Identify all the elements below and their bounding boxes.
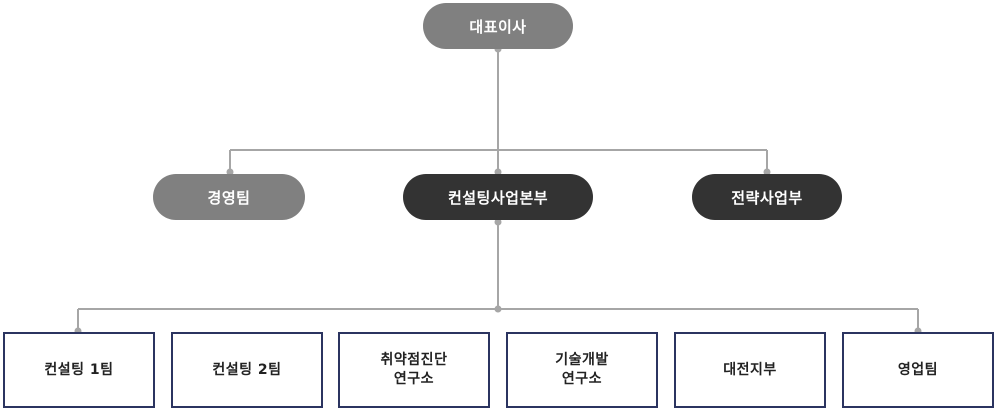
node-management-team: 경영팀: [153, 174, 305, 220]
node-daejeon-branch: 대전지부: [674, 332, 826, 408]
node-consulting-division-label: 컨설팅사업본부: [447, 188, 549, 207]
node-vulnerability-lab-label: 취약점진단 연구소: [380, 352, 448, 387]
node-sales-team: 영업팀: [842, 332, 994, 408]
connector-dot: [226, 168, 234, 176]
connector-dot: [494, 168, 502, 176]
node-consulting-team-2: 컨설팅 2팀: [171, 332, 323, 408]
node-tech-dev-lab-label: 기술개발 연구소: [555, 352, 609, 387]
node-vulnerability-lab: 취약점진단 연구소: [338, 332, 490, 408]
node-consulting-team-1: 컨설팅 1팀: [3, 332, 155, 408]
node-ceo-label: 대표이사: [469, 17, 527, 36]
connector-dot: [494, 305, 502, 313]
node-consulting-division: 컨설팅사업본부: [403, 174, 593, 220]
node-management-team-label: 경영팀: [207, 188, 251, 207]
connector-dot: [763, 168, 771, 176]
node-strategy-division-label: 전략사업부: [731, 188, 803, 207]
connector-dot: [494, 218, 502, 226]
node-tech-dev-lab: 기술개발 연구소: [506, 332, 658, 408]
node-consulting-team-1-label: 컨설팅 1팀: [44, 361, 114, 378]
node-sales-team-label: 영업팀: [897, 361, 939, 378]
node-ceo: 대표이사: [423, 3, 573, 49]
node-consulting-team-2-label: 컨설팅 2팀: [212, 361, 282, 378]
node-strategy-division: 전략사업부: [692, 174, 842, 220]
node-daejeon-branch-label: 대전지부: [723, 361, 777, 378]
